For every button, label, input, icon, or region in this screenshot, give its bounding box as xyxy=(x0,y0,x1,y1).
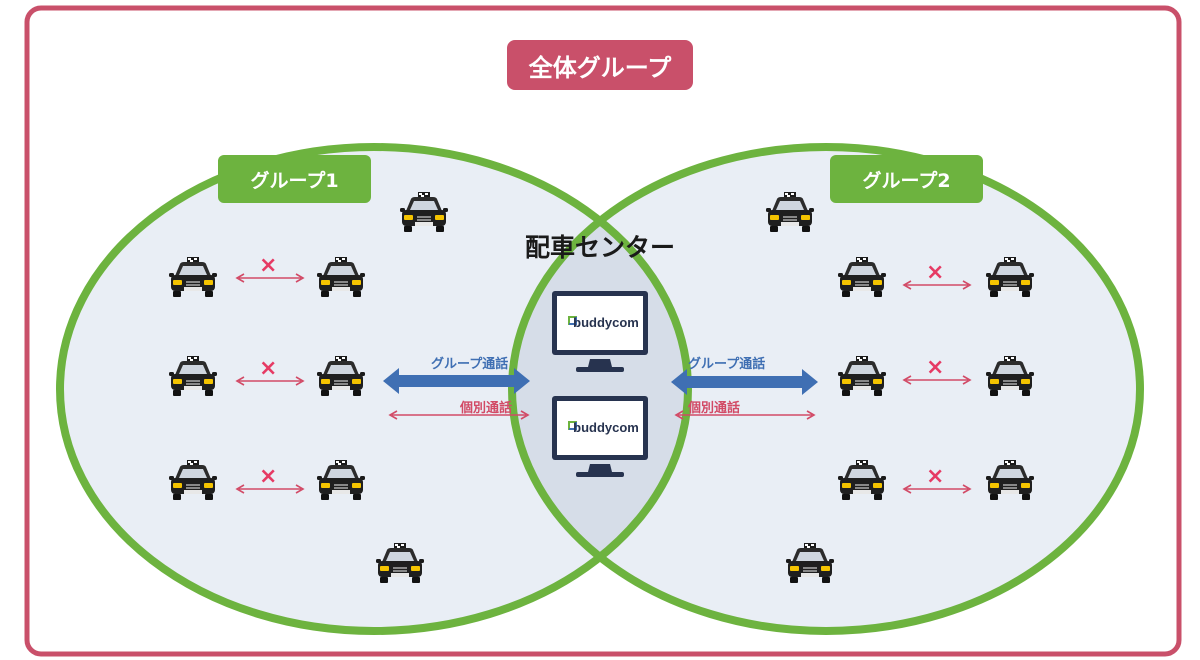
page-title: 全体グループ xyxy=(507,40,693,90)
group2-circle-fill xyxy=(512,147,1140,631)
individual-call-label: 個別通話 xyxy=(688,401,741,416)
group1-ring xyxy=(56,143,692,635)
blocked-mark: × xyxy=(926,464,945,489)
monitor-logo-text: buddycom xyxy=(573,315,639,330)
blocked-mark: × xyxy=(259,464,278,489)
individual-call-label: 個別通話 xyxy=(460,401,513,416)
group-call-label: グループ通話 xyxy=(688,357,766,372)
group1-label: グループ1 xyxy=(218,155,371,203)
monitor-logo-text: buddycom xyxy=(573,420,639,435)
group-call-label: グループ通話 xyxy=(431,357,509,372)
blocked-mark: × xyxy=(926,355,945,380)
group1-circle-fill xyxy=(60,147,688,631)
group2-ring xyxy=(508,143,1144,635)
dispatch-center-title: 配車センター xyxy=(524,233,675,262)
blocked-mark: × xyxy=(259,253,278,278)
group2-label: グループ2 xyxy=(830,155,983,203)
blocked-mark: × xyxy=(926,260,945,285)
blocked-mark: × xyxy=(259,356,278,381)
